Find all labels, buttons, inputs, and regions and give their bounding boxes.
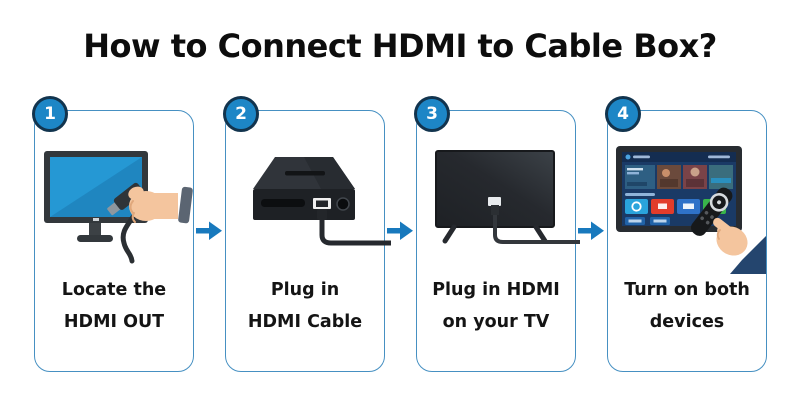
step-label-line: Locate the [61, 280, 167, 300]
step-number: 2 [235, 104, 247, 124]
step-number: 3 [426, 104, 438, 124]
step-card-2: 2 P [223, 96, 391, 372]
cable-box-with-hdmi-cable-icon [226, 137, 391, 275]
step-label-line: HDMI Cable [247, 312, 363, 332]
monitor-with-hand-holding-hdmi-icon [35, 137, 193, 275]
page-title: How to Connect HDMI to Cable Box? [83, 27, 717, 65]
smart-tv-remote-svg [616, 146, 766, 274]
tv-back-with-hdmi-cable-icon [417, 137, 580, 275]
step-card-4: 4 [605, 96, 767, 372]
step-1-number-badge: 1 [32, 96, 68, 132]
step-card-3: 3 [414, 96, 580, 372]
step-number: 1 [44, 104, 56, 124]
step-number: 4 [617, 104, 629, 124]
step-3-label: Plug in HDMI on your TV [417, 274, 575, 338]
smart-tv-with-remote-hand-icon [608, 137, 766, 275]
step-card-1: 1 [32, 96, 194, 372]
step-3-number-badge: 3 [414, 96, 450, 132]
monitor-hdmi-svg [44, 151, 193, 264]
step-4-label: Turn on both devices [608, 274, 766, 338]
arrow-right-icon [576, 110, 607, 372]
step-label-line: Plug in [270, 280, 340, 300]
arrow-right-icon [194, 110, 225, 372]
step-label-line: Turn on both [624, 280, 750, 300]
step-4-number-badge: 4 [605, 96, 641, 132]
step-2-number-badge: 2 [223, 96, 259, 132]
step-label-line: on your TV [442, 312, 550, 332]
step-2-label: Plug in HDMI Cable [226, 274, 384, 338]
steps-row: 1 [32, 96, 767, 372]
tv-back-svg [435, 150, 580, 244]
cable-box-svg [253, 157, 391, 246]
arrow-right-icon [385, 110, 416, 372]
step-label-line: devices [649, 312, 725, 332]
step-1-label: Locate the HDMI OUT [35, 274, 193, 338]
step-label-line: HDMI OUT [63, 312, 165, 332]
step-label-line: Plug in HDMI [432, 280, 560, 300]
